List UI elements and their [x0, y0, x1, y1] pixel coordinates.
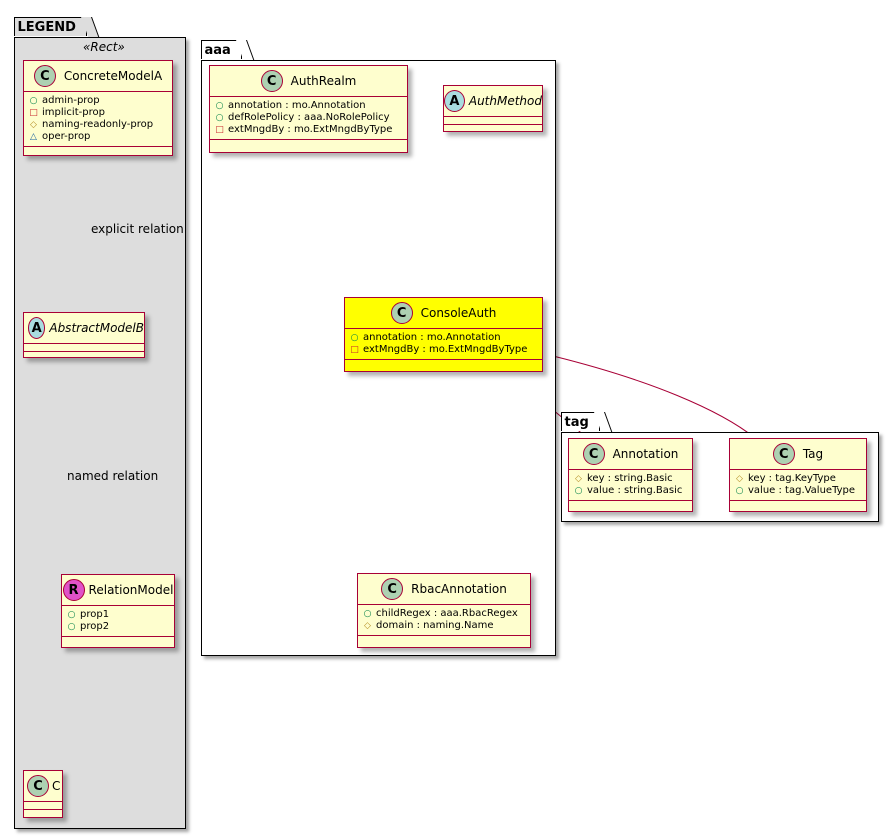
attributes-section: ○annotation : mo.Annotation □extMngdBy :…: [345, 328, 542, 359]
attribute: ◇naming-readonly-prop: [30, 119, 154, 130]
explicit-relation-label: explicit relation: [91, 222, 184, 236]
methods-section: [62, 636, 174, 643]
class-badge-icon: C: [390, 302, 413, 324]
protected-icon: ◇: [575, 474, 582, 484]
attribute: ○admin-prop: [29, 95, 100, 106]
attributes-section: ◇key : string.Basic ○value : string.Basi…: [569, 469, 692, 500]
public-icon: ○: [67, 610, 76, 620]
methods-section: [569, 500, 692, 507]
class-badge-icon: C: [27, 775, 49, 797]
attribute: ○value : tag.ValueType: [735, 485, 856, 496]
public-icon: ○: [574, 486, 583, 496]
public-icon: ○: [29, 96, 38, 106]
attribute: ○prop1: [67, 609, 110, 620]
class-name: C: [52, 779, 61, 793]
methods-section: [24, 351, 144, 358]
protected-icon: ◇: [736, 474, 743, 484]
class-badge-icon: C: [33, 65, 56, 87]
attribute: □extMngdBy : mo.ExtMngdByType: [215, 124, 393, 135]
protected-icon: ◇: [30, 120, 37, 130]
attributes-section: [444, 116, 542, 124]
public-icon: ○: [350, 333, 359, 343]
class-c[interactable]: C C: [23, 770, 63, 818]
methods-section: [210, 139, 407, 146]
methods-section: [444, 124, 542, 131]
class-badge-icon: C: [381, 578, 404, 600]
relation-badge-icon: R: [62, 579, 85, 601]
class-concrete-model-a[interactable]: C ConcreteModelA ○admin-prop □implicit-p…: [23, 60, 173, 156]
protected-icon: ◇: [364, 621, 371, 631]
class-annotation[interactable]: C Annotation ◇key : string.Basic ○value …: [568, 438, 693, 512]
class-rbac-annotation[interactable]: C RbacAnnotation ○childRegex : aaa.RbacR…: [357, 573, 531, 648]
package-legend-name: LEGEND: [17, 20, 76, 35]
attribute: ○defRolePolicy : aaa.NoRolePolicy: [215, 112, 390, 123]
class-badge-icon: C: [260, 70, 283, 92]
attributes-section: ○admin-prop □implicit-prop ◇naming-reado…: [24, 91, 172, 146]
named-relation-label: named relation: [67, 469, 159, 483]
class-name: ConcreteModelA: [63, 69, 163, 83]
class-name: AuthRealm: [290, 74, 357, 88]
abstract-badge-icon: A: [444, 90, 465, 112]
private-icon: □: [215, 125, 224, 135]
class-abstract-model-b[interactable]: A AbstractModelB: [23, 312, 145, 358]
package-legend-tab: LEGEND: [13, 17, 87, 36]
attribute: ○annotation : mo.Annotation: [350, 332, 501, 343]
methods-section: [730, 500, 866, 507]
private-icon: □: [29, 108, 38, 118]
attribute: △oper-prop: [30, 131, 91, 142]
class-name: ConsoleAuth: [420, 306, 497, 320]
class-auth-method[interactable]: A AuthMethod: [443, 85, 543, 132]
package-private-icon: △: [30, 132, 37, 142]
attribute: ◇key : string.Basic: [575, 473, 673, 484]
class-name: Annotation: [612, 447, 679, 461]
package-legend: LEGEND «Rect»: [13, 17, 186, 829]
attribute: ◇domain : naming.Name: [364, 620, 494, 631]
attributes-section: ◇key : tag.KeyType ○value : tag.ValueTyp…: [730, 469, 866, 500]
attributes-section: ○annotation : mo.Annotation ○defRolePoli…: [210, 96, 407, 139]
class-name: AbstractModelB: [49, 321, 144, 335]
class-tag[interactable]: C Tag ◇key : tag.KeyType ○value : tag.Va…: [729, 438, 867, 512]
attribute: ○childRegex : aaa.RbacRegex: [363, 608, 518, 619]
class-auth-realm[interactable]: C AuthRealm ○annotation : mo.Annotation …: [209, 65, 408, 153]
attribute: □implicit-prop: [29, 107, 105, 118]
class-console-auth[interactable]: C ConsoleAuth ○annotation : mo.Annotatio…: [344, 297, 543, 372]
attributes-section: ○prop1 ○prop2: [62, 605, 174, 636]
attribute: ○prop2: [67, 621, 110, 632]
package-aaa-name: aaa: [204, 43, 231, 58]
class-name: Tag: [802, 447, 824, 461]
attribute: □extMngdBy : mo.ExtMngdByType: [350, 344, 528, 355]
class-name: RelationModel: [88, 583, 174, 597]
private-icon: □: [350, 345, 359, 355]
class-name: RbacAnnotation: [411, 582, 507, 596]
attributes-section: ○childRegex : aaa.RbacRegex ◇domain : na…: [358, 604, 530, 635]
methods-section: [345, 359, 542, 366]
class-badge-icon: C: [772, 443, 795, 465]
public-icon: ○: [215, 101, 224, 111]
package-aaa-tab: aaa: [200, 40, 242, 59]
attribute: ◇key : tag.KeyType: [736, 473, 836, 484]
legend-stereotype: «Rect»: [83, 40, 125, 54]
public-icon: ○: [735, 486, 744, 496]
package-tag-tab: tag: [560, 412, 600, 431]
attributes-section: [24, 801, 62, 809]
public-icon: ○: [363, 609, 372, 619]
methods-section: [24, 809, 62, 816]
methods-section: [24, 146, 172, 153]
package-tag-name: tag: [564, 415, 589, 430]
public-icon: ○: [67, 622, 76, 632]
public-icon: ○: [215, 113, 224, 123]
class-name: AuthMethod: [468, 94, 542, 108]
attributes-section: [24, 343, 144, 351]
attribute: ○value : string.Basic: [574, 485, 683, 496]
class-relation-model[interactable]: R RelationModel ○prop1 ○prop2: [61, 574, 175, 648]
class-badge-icon: C: [582, 443, 605, 465]
attribute: ○annotation : mo.Annotation: [215, 100, 366, 111]
methods-section: [358, 635, 530, 642]
abstract-badge-icon: A: [28, 317, 46, 339]
